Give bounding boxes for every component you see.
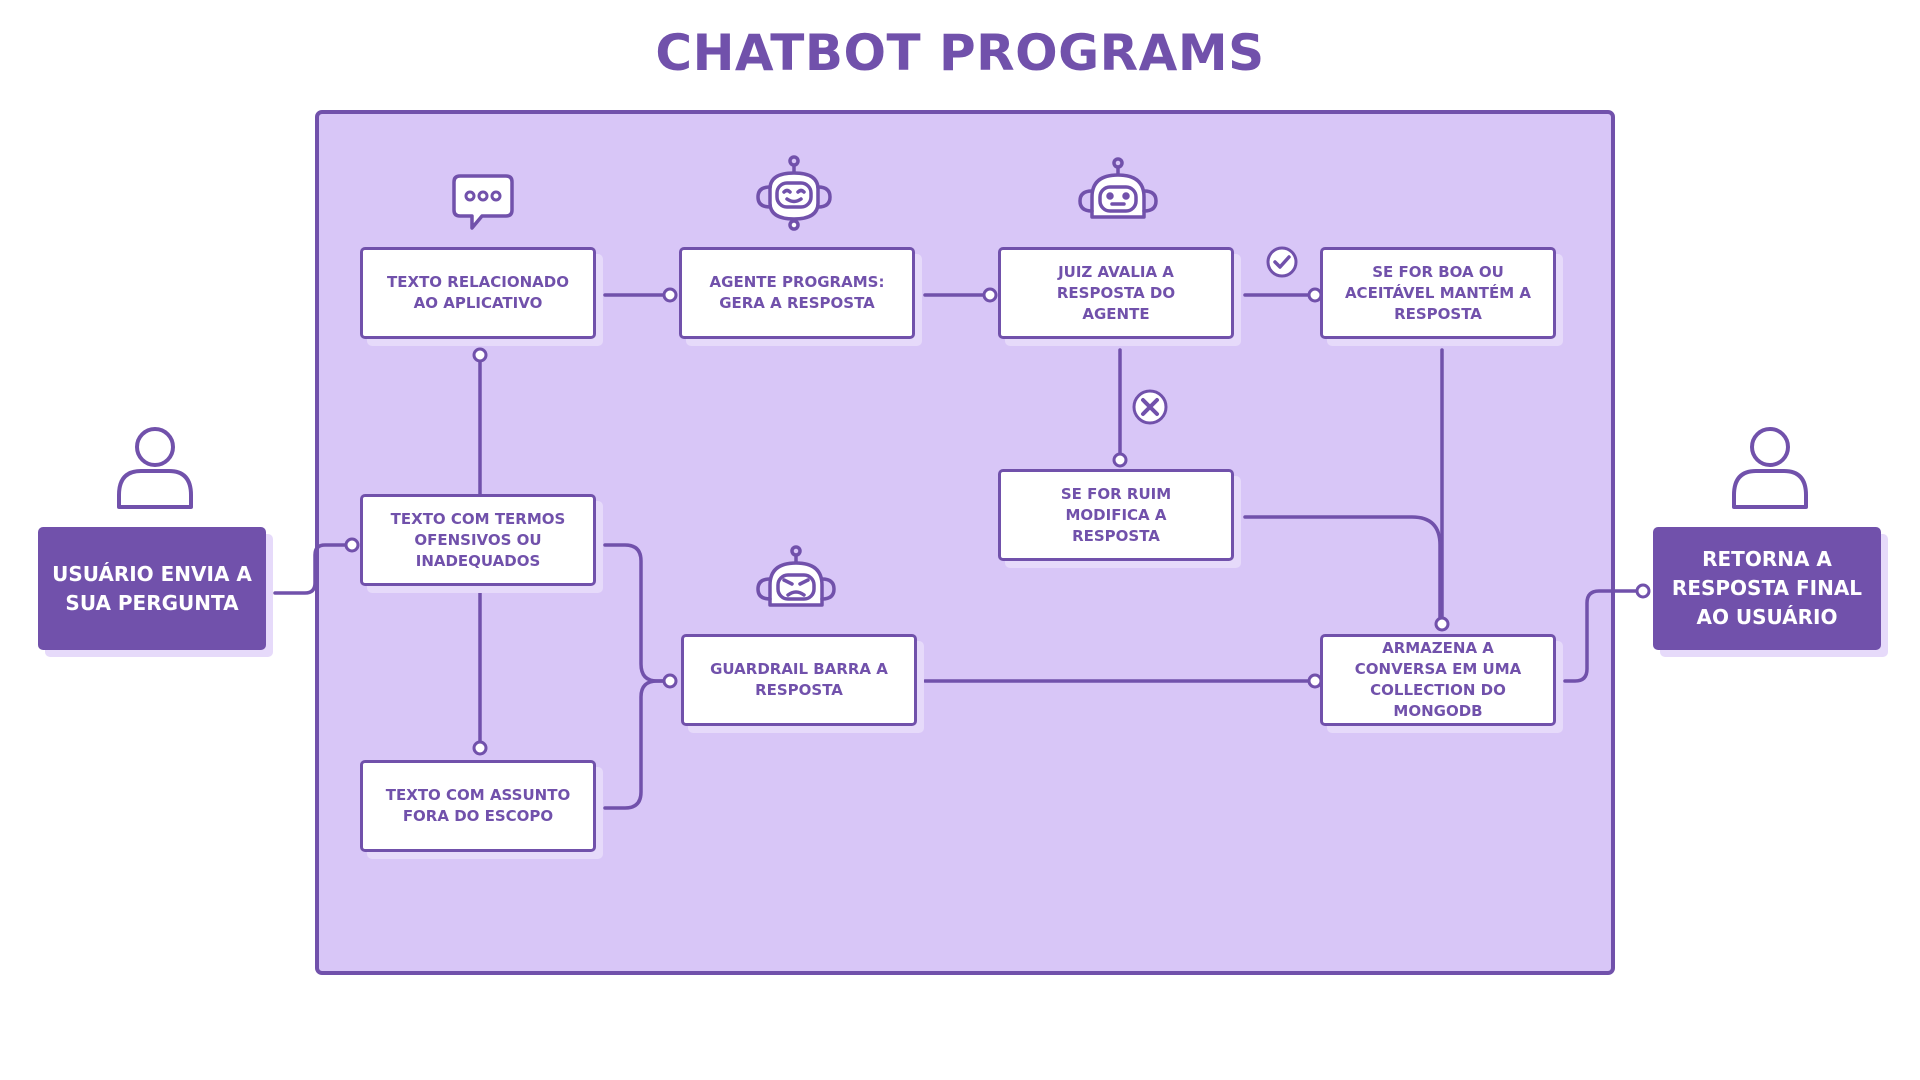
angry-robot-icon — [756, 545, 836, 607]
node-guardrail: GUARDRAIL BARRA A RESPOSTA — [681, 634, 917, 726]
page-title: CHATBOT PROGRAMS — [655, 24, 1265, 82]
node-bad: SE FOR RUIM MODIFICA A RESPOSTA — [998, 469, 1234, 561]
user-icon — [117, 427, 193, 509]
user-input-box: USUÁRIO ENVIA A SUA PERGUNTA — [38, 527, 266, 650]
node-agent: AGENTE PROGRAMS: GERA A RESPOSTA — [679, 247, 915, 339]
connector-scope-to-guardrail — [603, 679, 672, 810]
node-offensive: TEXTO COM TERMOS OFENSIVOS OU INADEQUADO… — [360, 494, 596, 586]
node-store: ARMAZENA A CONVERSA EM UMA COLLECTION DO… — [1320, 634, 1556, 726]
node-store-label: ARMAZENA A CONVERSA EM UMA COLLECTION DO… — [1354, 639, 1522, 720]
x-circle-icon — [1132, 389, 1168, 425]
node-related-label: TEXTO RELACIONADO AO APLICATIVO — [387, 273, 569, 312]
final-output-box: RETORNA A RESPOSTA FINAL AO USUÁRIO — [1653, 527, 1881, 650]
node-good-label: SE FOR BOA OU ACEITÁVEL MANTÉM A RESPOST… — [1344, 262, 1532, 323]
connector-user-to-classifier — [273, 543, 354, 595]
connector-offensive-to-guardrail — [603, 543, 672, 683]
node-related: TEXTO RELACIONADO AO APLICATIVO — [360, 247, 596, 339]
node-good: SE FOR BOA OU ACEITÁVEL MANTÉM A RESPOST… — [1320, 247, 1556, 339]
node-judge-label: JUIZ AVALIA A RESPOSTA DO AGENTE — [1056, 262, 1176, 323]
node-offensive-label: TEXTO COM TERMOS OFENSIVOS OU INADEQUADO… — [390, 509, 566, 570]
node-out-of-scope: TEXTO COM ASSUNTO FORA DO ESCOPO — [360, 760, 596, 852]
user-icon — [1732, 427, 1808, 509]
neutral-robot-icon — [1078, 157, 1158, 219]
node-agent-label: AGENTE PROGRAMS: GERA A RESPOSTA — [709, 273, 885, 312]
user-input-label: USUÁRIO ENVIA A SUA PERGUNTA — [52, 561, 252, 615]
node-bad-label: SE FOR RUIM MODIFICA A RESPOSTA — [1060, 484, 1172, 545]
check-circle-icon — [1266, 246, 1298, 278]
speech-bubble-icon — [452, 174, 514, 230]
node-out-of-scope-label: TEXTO COM ASSUNTO FORA DO ESCOPO — [385, 786, 571, 825]
happy-robot-icon — [756, 155, 832, 231]
connector-bad-to-store — [1243, 515, 1442, 626]
connector-store-to-final — [1563, 589, 1645, 683]
final-output-label: RETORNA A RESPOSTA FINAL AO USUÁRIO — [1671, 547, 1863, 629]
node-guardrail-label: GUARDRAIL BARRA A RESPOSTA — [710, 660, 888, 699]
node-judge: JUIZ AVALIA A RESPOSTA DO AGENTE — [998, 247, 1234, 339]
